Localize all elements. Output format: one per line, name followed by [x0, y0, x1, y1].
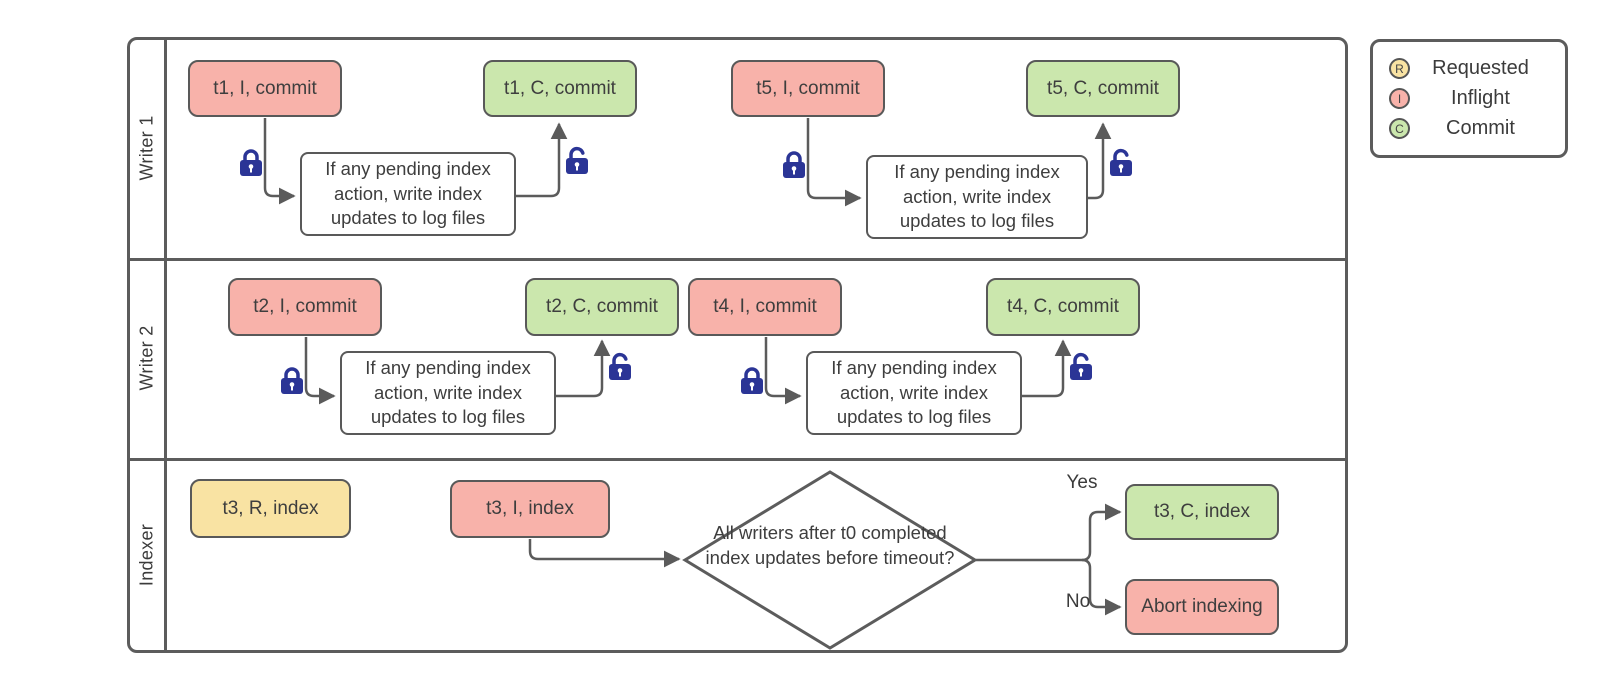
- node-process-t5: If any pending index action, write index…: [866, 155, 1088, 239]
- lane-divider-writer2-indexer: [127, 458, 1348, 461]
- node-t3-commit: t3, C, index: [1125, 484, 1279, 540]
- node-process-t4: If any pending index action, write index…: [806, 351, 1022, 435]
- legend-label-inflight: Inflight: [1451, 87, 1510, 109]
- legend-label-commit: Commit: [1446, 117, 1515, 139]
- legend-label-requested: Requested: [1432, 57, 1529, 79]
- legend-row-commit: C Commit: [1389, 116, 1551, 142]
- node-t4-inflight: t4, I, commit: [688, 278, 842, 336]
- branch-label-yes: Yes: [1066, 472, 1098, 493]
- node-t5-commit: t5, C, commit: [1026, 60, 1180, 117]
- lane-divider-writer1-writer2: [127, 258, 1348, 261]
- node-t4-commit: t4, C, commit: [986, 278, 1140, 336]
- legend: R Requested I Inflight C Commit: [1370, 39, 1568, 158]
- node-t2-commit: t2, C, commit: [525, 278, 679, 336]
- decision-diamond-text: All writers after t0 completed index upd…: [705, 522, 955, 568]
- branch-label-no: No: [1065, 591, 1091, 612]
- commit-badge-icon: C: [1389, 118, 1410, 139]
- node-t3-requested: t3, R, index: [190, 479, 351, 538]
- node-t1-inflight: t1, I, commit: [188, 60, 342, 117]
- node-process-t1: If any pending index action, write index…: [300, 152, 516, 236]
- node-t5-inflight: t5, I, commit: [731, 60, 885, 117]
- legend-row-requested: R Requested: [1389, 56, 1551, 82]
- requested-badge-icon: R: [1389, 58, 1410, 79]
- inflight-badge-icon: I: [1389, 88, 1410, 109]
- node-t3-inflight: t3, I, index: [450, 480, 610, 538]
- node-t1-commit: t1, C, commit: [483, 60, 637, 117]
- lane-title-column-divider: [164, 37, 167, 653]
- lane-label-indexer: Indexer: [136, 523, 157, 587]
- lane-label-writer1: Writer 1: [136, 115, 157, 181]
- node-t2-inflight: t2, I, commit: [228, 278, 382, 336]
- lane-label-writer2: Writer 2: [136, 325, 157, 391]
- legend-row-inflight: I Inflight: [1389, 86, 1551, 112]
- node-process-t2: If any pending index action, write index…: [340, 351, 556, 435]
- node-abort-indexing: Abort indexing: [1125, 579, 1279, 635]
